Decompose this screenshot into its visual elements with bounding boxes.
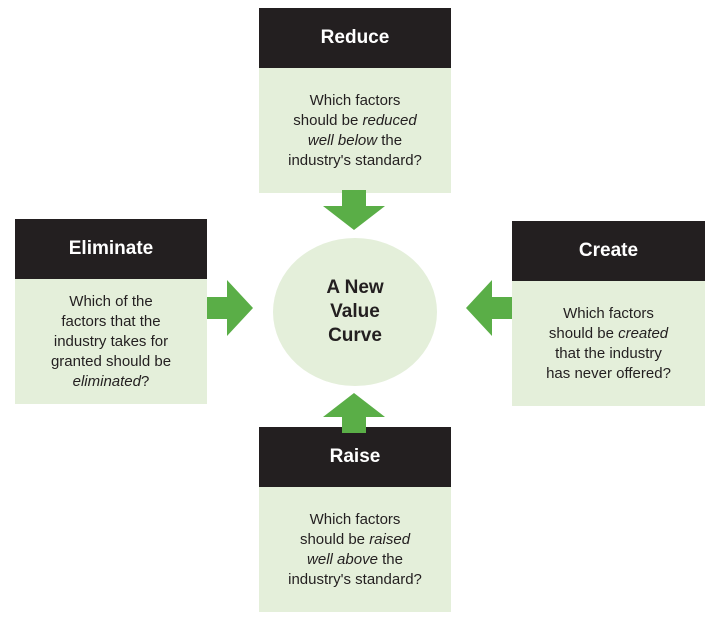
raise-title: Raise [259, 427, 451, 487]
reduce-box: Reduce Which factors should be reduced w… [259, 8, 451, 193]
right-arrow-icon [207, 280, 253, 336]
eliminate-box: Eliminate Which of the factors that the … [15, 219, 207, 404]
create-question: Which factors should be created that the… [512, 281, 705, 406]
up-arrow-icon [323, 393, 385, 433]
reduce-title: Reduce [259, 8, 451, 68]
down-arrow-icon [323, 190, 385, 230]
reduce-question: Which factors should be reduced well bel… [259, 68, 451, 193]
left-arrow-icon [466, 280, 512, 336]
create-box: Create Which factors should be created t… [512, 221, 705, 406]
eliminate-question: Which of the factors that the industry t… [15, 279, 207, 404]
raise-box: Raise Which factors should be raised wel… [259, 427, 451, 612]
raise-question: Which factors should be raised well abov… [259, 487, 451, 612]
center-circle: A New Value Curve [273, 238, 437, 386]
create-title: Create [512, 221, 705, 281]
eliminate-title: Eliminate [15, 219, 207, 279]
